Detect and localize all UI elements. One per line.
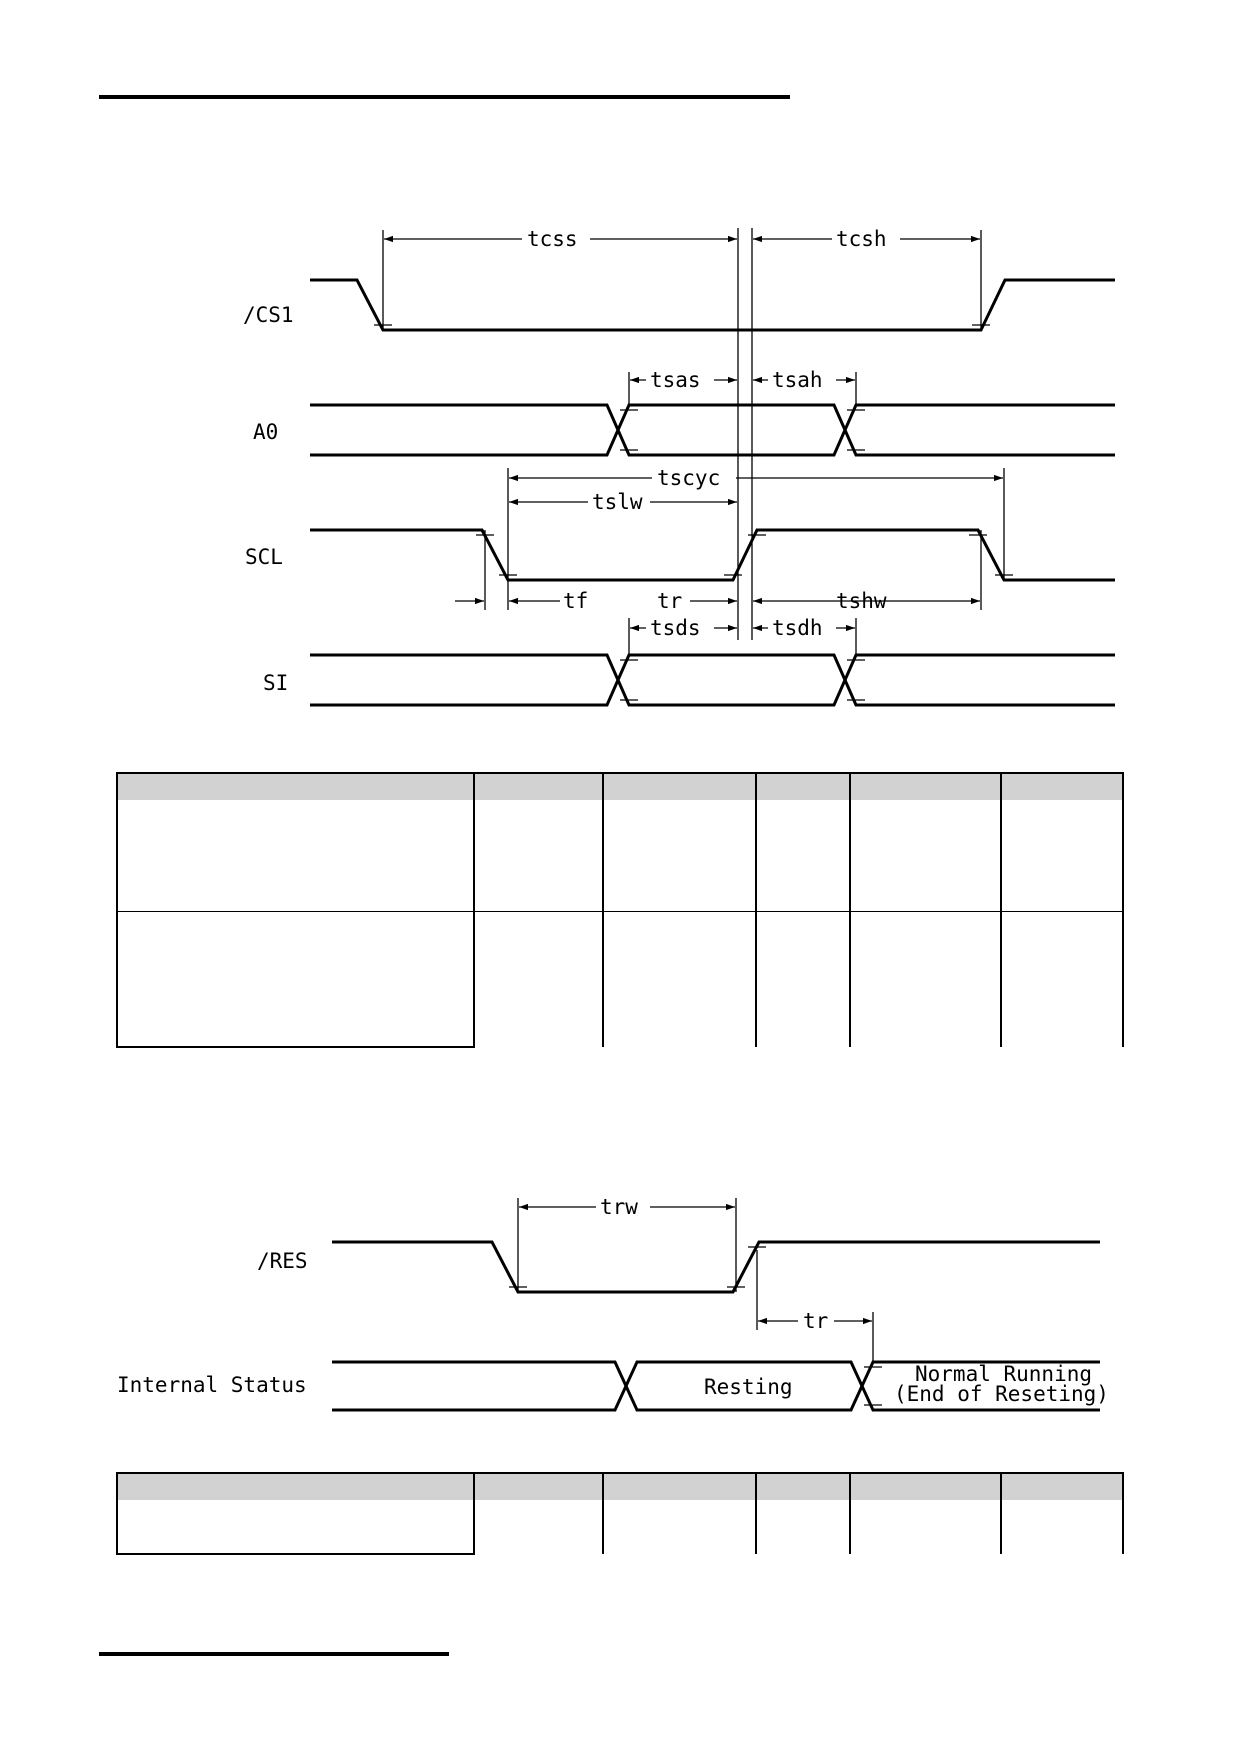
serial-timing-diagram: /CS1 A0 SCL SI	[243, 226, 1115, 707]
reset-timing-table	[116, 1472, 1124, 1555]
label-tsah: tsah	[772, 368, 823, 392]
label-tsdh: tsdh	[772, 616, 823, 640]
label-tr: tr	[657, 589, 682, 613]
label-tscyc: tscyc	[657, 466, 720, 490]
signal-label-cs1: /CS1	[243, 303, 294, 327]
label-tcss: tcss	[527, 227, 578, 251]
state-label-normal-line2: (End of Reseting)	[894, 1382, 1109, 1406]
table-header-row	[116, 772, 1124, 800]
label-tsas: tsas	[650, 368, 701, 392]
waveform-a0	[310, 403, 1115, 457]
table-row	[116, 1500, 1124, 1555]
label-trw: trw	[600, 1195, 638, 1219]
signal-label-scl: SCL	[245, 545, 283, 569]
serial-timing-table	[116, 772, 1124, 1048]
state-label-resetting: Resting	[704, 1375, 793, 1399]
signal-label-a0: A0	[253, 420, 278, 444]
state-label-normal-line1: Normal Running	[915, 1362, 1092, 1386]
serial-dimension-lines	[384, 235, 1003, 632]
serial-reference-lines	[374, 228, 1013, 701]
signal-label-si: SI	[263, 671, 288, 695]
reset-timing-diagram: /RES Internal Status trw tr Resting	[117, 1194, 1109, 1412]
table-row	[116, 910, 1124, 1048]
table-header-row	[116, 1472, 1124, 1500]
label-tr-reset: tr	[803, 1309, 828, 1333]
waveform-si	[310, 653, 1115, 707]
label-tslw: tslw	[592, 490, 643, 514]
waveform-cs1	[310, 278, 1115, 332]
waveform-internal-status	[332, 1360, 1100, 1412]
signal-label-res: /RES	[257, 1249, 308, 1273]
waveform-res	[332, 1240, 1100, 1294]
label-tcsh: tcsh	[836, 227, 887, 251]
signal-label-internal-status: Internal Status	[117, 1373, 307, 1397]
table-row	[116, 800, 1124, 911]
footer-rule	[99, 1652, 449, 1656]
label-tshw: tshw	[836, 589, 887, 613]
label-tsds: tsds	[650, 616, 701, 640]
header-rule	[99, 95, 790, 99]
waveform-scl	[310, 528, 1115, 582]
reset-reference-lines	[509, 1198, 882, 1406]
label-tf: tf	[563, 589, 588, 613]
